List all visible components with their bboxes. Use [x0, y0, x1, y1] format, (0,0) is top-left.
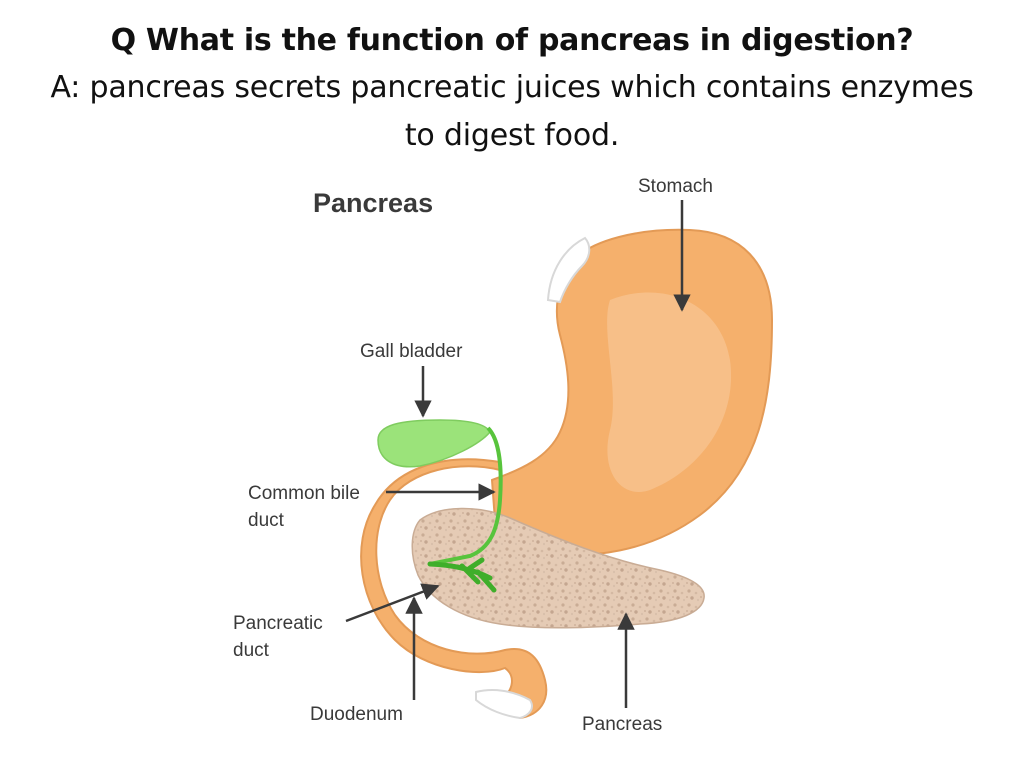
pancreatic-duct-label-line2: duct — [233, 640, 270, 661]
common-bile-duct-label-line1: Common bile — [248, 483, 360, 504]
diagram-title: Pancreas — [313, 188, 433, 218]
duodenum-shape — [360, 458, 548, 720]
pancreatic-duct-label-line1: Pancreatic — [233, 613, 323, 634]
gall-bladder-label: Gall bladder — [360, 341, 463, 362]
qa-text-block: Q What is the function of pancreas in di… — [40, 18, 984, 160]
stomach-shape — [490, 228, 774, 556]
question-text: Q What is the function of pancreas in di… — [110, 23, 914, 58]
common-bile-duct-label-line2: duct — [248, 510, 285, 531]
stomach-label: Stomach — [638, 176, 713, 197]
answer-text: A: pancreas secrets pancreatic juices wh… — [50, 70, 974, 153]
duodenum-label: Duodenum — [310, 704, 403, 725]
pancreas-label: Pancreas — [582, 714, 662, 735]
pancreatic-duct-arrow — [345, 583, 440, 623]
bile-duct-shape — [427, 426, 503, 593]
